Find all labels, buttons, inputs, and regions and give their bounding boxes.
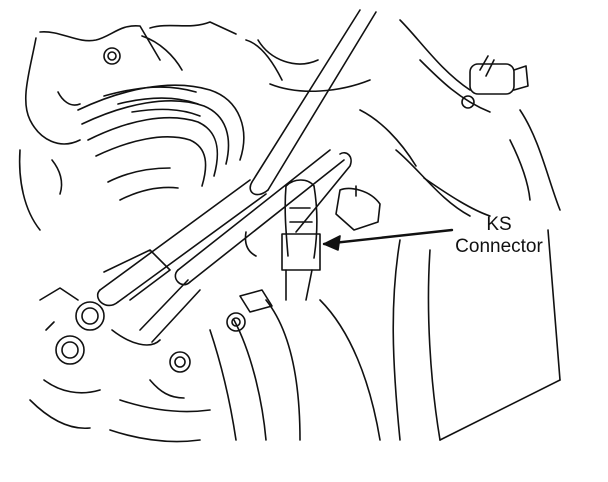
ks-connector-arrow bbox=[322, 228, 454, 251]
lower-left-fittings bbox=[29, 249, 191, 430]
upper-right-components bbox=[257, 19, 561, 217]
coolant-hose-bundle bbox=[77, 84, 245, 201]
upper-left-engine-block bbox=[18, 21, 283, 231]
ks-connector-label: KS Connector bbox=[444, 214, 554, 258]
diagonal-fuel-rods bbox=[96, 9, 377, 343]
lower-manifold bbox=[109, 289, 301, 443]
ks-connector-label-line1: KS bbox=[486, 214, 512, 235]
right-lower-panel bbox=[319, 229, 561, 441]
ks-connector-drawing bbox=[244, 151, 381, 301]
ks-connector-label-line2: Connector bbox=[455, 236, 543, 257]
